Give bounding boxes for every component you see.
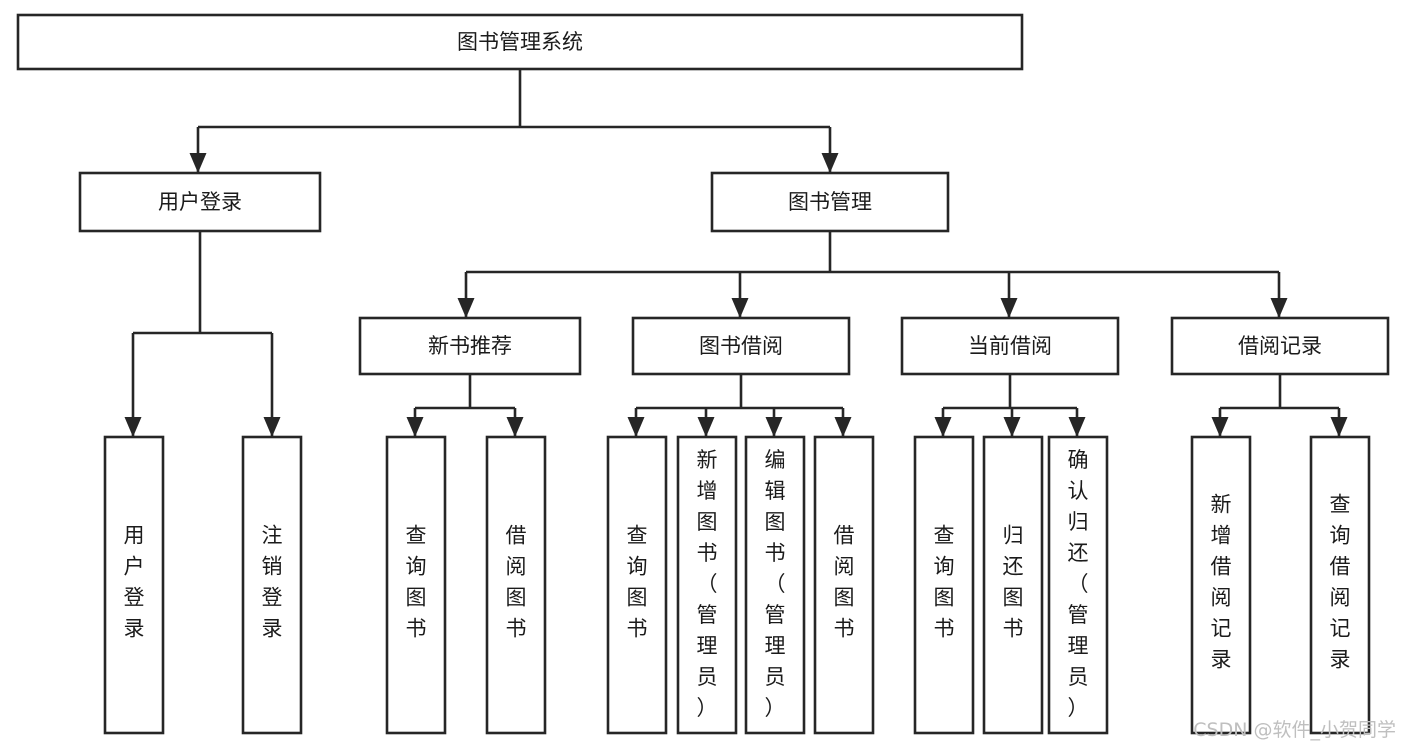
- leaf-node-box[interactable]: [1190, 435, 1252, 735]
- leaf-node-13[interactable]: 查询借阅记录: [1309, 435, 1371, 735]
- leaf-node-12[interactable]: 新增借阅记录: [1190, 435, 1252, 735]
- leaf-node-label: 归还图书: [1003, 524, 1024, 641]
- level3-node-label: 新书推荐: [428, 334, 512, 358]
- level3-node-label: 图书借阅: [699, 334, 783, 358]
- leaf-node-label: 新增图书（管理员）: [697, 448, 718, 720]
- level3-node-box[interactable]: [358, 316, 582, 376]
- root-node-box[interactable]: [16, 13, 1024, 71]
- connector-layer: [124, 69, 1348, 437]
- node-layer: 图书管理系统用户登录图书管理新书推荐图书借阅当前借阅借阅记录用户登录注销登录查询…: [16, 13, 1390, 735]
- leaf-node-11[interactable]: 确认归还（管理员）: [1047, 435, 1109, 735]
- level3-node-box[interactable]: [631, 316, 851, 376]
- leaf-node-10[interactable]: 归还图书: [982, 435, 1044, 735]
- root-node-label: 图书管理系统: [457, 30, 583, 54]
- leaf-node-label: 查询图书: [934, 524, 955, 641]
- leaf-node-box[interactable]: [241, 435, 303, 735]
- connector-group-4: [406, 374, 524, 437]
- level2-node-2[interactable]: 图书管理: [710, 171, 950, 233]
- leaf-node-label: 确认归还（管理员）: [1068, 448, 1089, 720]
- level2-node-label: 用户登录: [158, 190, 242, 214]
- connector-group-1: [189, 69, 839, 173]
- leaf-node-label: 新增借阅记录: [1211, 493, 1232, 672]
- leaf-node-box[interactable]: [982, 435, 1044, 735]
- leaf-node-label: 查询借阅记录: [1330, 493, 1351, 672]
- leaf-node-box[interactable]: [744, 435, 806, 735]
- leaf-node-box[interactable]: [1047, 435, 1109, 735]
- leaf-node-label: 注销登录: [262, 524, 283, 641]
- level3-node-4[interactable]: 借阅记录: [1170, 316, 1390, 376]
- connector-group-3: [457, 231, 1288, 318]
- level2-node-box[interactable]: [710, 171, 950, 233]
- level3-node-box[interactable]: [900, 316, 1120, 376]
- level3-node-label: 当前借阅: [968, 334, 1052, 358]
- leaf-node-box[interactable]: [385, 435, 447, 735]
- leaf-node-label: 借阅图书: [506, 524, 527, 641]
- leaf-node-box[interactable]: [485, 435, 547, 735]
- leaf-node-8[interactable]: 借阅图书: [813, 435, 875, 735]
- level3-node-box[interactable]: [1170, 316, 1390, 376]
- leaf-node-label: 编辑图书（管理员）: [765, 448, 786, 720]
- leaf-node-label: 用户登录: [124, 524, 145, 641]
- leaf-node-box[interactable]: [913, 435, 975, 735]
- csdn-watermark: CSDN @软件_小贺同学: [1193, 719, 1396, 741]
- leaf-node-7[interactable]: 编辑图书（管理员）: [744, 435, 806, 735]
- level2-node-1[interactable]: 用户登录: [78, 171, 322, 233]
- root-node-1[interactable]: 图书管理系统: [16, 13, 1024, 71]
- leaf-node-1[interactable]: 用户登录: [103, 435, 165, 735]
- level3-node-label: 借阅记录: [1238, 334, 1322, 358]
- leaf-node-5[interactable]: 查询图书: [606, 435, 668, 735]
- leaf-node-4[interactable]: 借阅图书: [485, 435, 547, 735]
- leaf-node-label: 查询图书: [627, 524, 648, 641]
- leaf-node-box[interactable]: [103, 435, 165, 735]
- level2-node-box[interactable]: [78, 171, 322, 233]
- connector-group-7: [1211, 374, 1348, 437]
- level3-node-2[interactable]: 图书借阅: [631, 316, 851, 376]
- leaf-node-3[interactable]: 查询图书: [385, 435, 447, 735]
- leaf-node-box[interactable]: [813, 435, 875, 735]
- leaf-node-box[interactable]: [1309, 435, 1371, 735]
- connector-group-5: [627, 374, 852, 437]
- leaf-node-box[interactable]: [606, 435, 668, 735]
- level3-node-3[interactable]: 当前借阅: [900, 316, 1120, 376]
- leaf-node-9[interactable]: 查询图书: [913, 435, 975, 735]
- leaf-node-label: 借阅图书: [834, 524, 855, 641]
- connector-group-2: [124, 231, 281, 437]
- leaf-node-box[interactable]: [676, 435, 738, 735]
- leaf-node-2[interactable]: 注销登录: [241, 435, 303, 735]
- level2-node-label: 图书管理: [788, 190, 872, 214]
- connector-group-6: [934, 374, 1086, 437]
- level3-node-1[interactable]: 新书推荐: [358, 316, 582, 376]
- leaf-node-6[interactable]: 新增图书（管理员）: [676, 435, 738, 735]
- leaf-node-label: 查询图书: [406, 524, 427, 641]
